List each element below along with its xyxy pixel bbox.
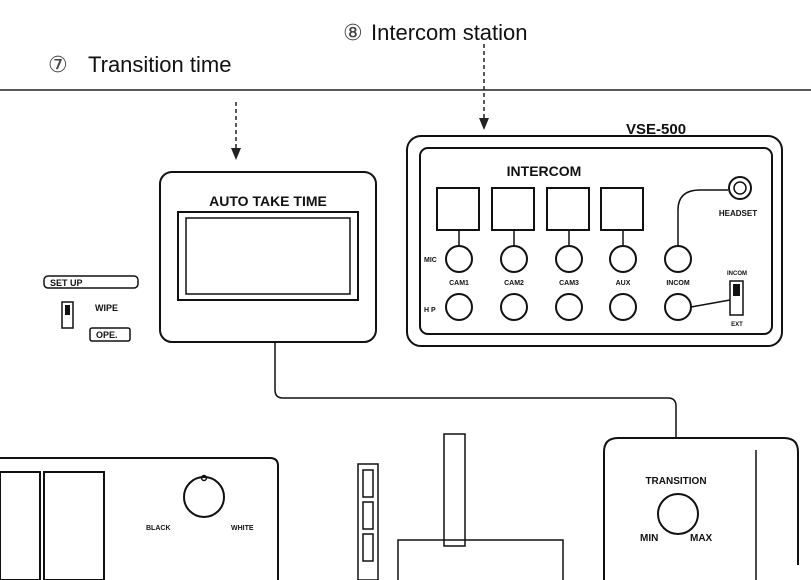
cable-line (274, 342, 677, 438)
vse-front-panel (419, 147, 773, 335)
vse-housing (406, 135, 783, 347)
transition-unit: TRANSITION MIN MAX (603, 437, 799, 580)
black-label: BLACK (146, 525, 171, 532)
cam3-mic-knob[interactable] (555, 245, 583, 273)
auto-take-time-title: AUTO TAKE TIME (209, 193, 327, 209)
cam1-button[interactable] (436, 187, 480, 231)
aux-hp-knob[interactable] (609, 293, 637, 321)
intercom-label: INTERCOM (507, 163, 582, 179)
incom-hp-knob[interactable] (664, 293, 692, 321)
cam3-button[interactable] (546, 187, 590, 231)
cam1-mic-knob[interactable] (445, 245, 473, 273)
auto-take-time-unit: AUTO TAKE TIME (159, 171, 377, 343)
cam2-mic-knob[interactable] (500, 245, 528, 273)
transition-min-label: MIN (640, 533, 658, 544)
middle-slot-panel (357, 433, 564, 580)
slot-3 (362, 533, 374, 562)
setup-toggle-lever (65, 305, 70, 315)
callout-number-7: ⑦ (48, 53, 68, 78)
white-label: WHITE (231, 525, 254, 532)
incom-mic-knob[interactable] (664, 245, 692, 273)
headset-label: HEADSET (719, 209, 757, 218)
transition-housing (603, 437, 799, 580)
headset-jack-inner (733, 181, 747, 195)
callout-label-transition-time: Transition time (88, 52, 231, 77)
channel-label-cam3: CAM3 (559, 280, 579, 287)
slot-1 (362, 469, 374, 498)
callout-label-intercom-station: Intercom station (371, 20, 528, 45)
transition-title: TRANSITION (645, 476, 706, 487)
knob-indicator (200, 474, 208, 482)
auto-take-time-display-outer (177, 211, 359, 301)
setup-label-box (43, 275, 139, 289)
cam2-hp-knob[interactable] (500, 293, 528, 321)
incom-ext-switch[interactable] (729, 280, 744, 316)
arrowhead-intercom-station (479, 118, 489, 130)
auto-take-time-display (185, 217, 351, 295)
auto-take-time-housing (159, 171, 377, 343)
ope-label: OPE. (96, 330, 118, 340)
bottom-left-panel: BLACK WHITE (0, 457, 279, 580)
setup-switch-group: SET UP WIPE OPE. (43, 275, 139, 342)
hp-label: H P (424, 307, 436, 314)
cam2-button[interactable] (491, 187, 535, 231)
channel-label-incom: INCOM (666, 280, 690, 287)
vse-model-label: VSE-500 (626, 121, 686, 138)
headset-connector-line (677, 189, 728, 246)
bottom-panel-left-button[interactable] (0, 471, 41, 580)
wipe-label: WIPE (95, 303, 118, 313)
black-white-knob[interactable] (183, 476, 225, 518)
aux-button[interactable] (600, 187, 644, 231)
channel-label-cam1: CAM1 (449, 280, 469, 287)
callout-intercom-station: ⑧ Intercom station (343, 20, 528, 46)
vertical-fader-track (443, 433, 466, 547)
setup-toggle-switch[interactable] (61, 301, 74, 329)
channel-label-cam2: CAM2 (504, 280, 524, 287)
vse-500-intercom-station: VSE-500 INTERCOM MIC H P CAM1 CAM2 CAM3 … (406, 121, 783, 347)
arrowhead-transition-time (231, 148, 241, 160)
incom-switch-top-label: INCOM (727, 271, 747, 277)
transition-knob[interactable] (657, 493, 699, 535)
channel-label-aux: AUX (616, 280, 631, 287)
slot-strip (357, 463, 379, 580)
transition-max-label: MAX (690, 533, 713, 544)
mic-label: MIC (424, 257, 437, 264)
bottom-panel-square-button[interactable] (43, 471, 105, 580)
cam3-hp-knob[interactable] (555, 293, 583, 321)
slot-2 (362, 501, 374, 530)
callout-number-8: ⑧ (343, 21, 363, 46)
cam1-hp-knob[interactable] (445, 293, 473, 321)
lower-bracket-outline (397, 539, 564, 580)
incom-switch-link (690, 299, 731, 308)
aux-mic-knob[interactable] (609, 245, 637, 273)
setup-label: SET UP (50, 278, 83, 288)
incom-ext-switch-lever (733, 284, 740, 296)
headset-jack[interactable] (728, 176, 752, 200)
incom-switch-bottom-label: EXT (731, 322, 743, 328)
bottom-panel-outline (0, 457, 279, 580)
callout-transition-time: ⑦ Transition time (48, 52, 231, 78)
ope-label-box (89, 327, 131, 342)
